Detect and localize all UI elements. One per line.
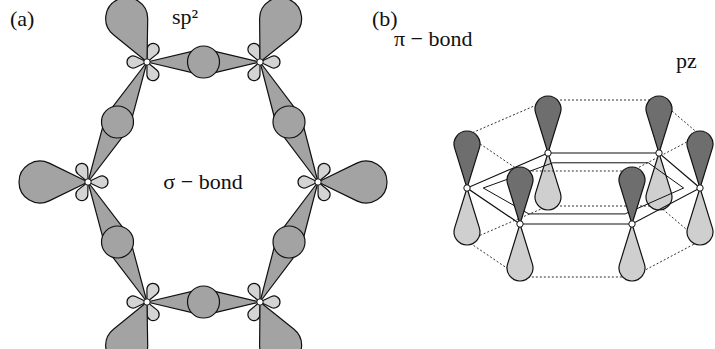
pz-upper-lobe bbox=[507, 167, 533, 224]
pz-lower-lobe bbox=[535, 153, 561, 210]
pz-lower-lobe bbox=[619, 224, 645, 281]
pz-lower-lobe bbox=[454, 188, 480, 245]
orbital-label: sp² bbox=[172, 6, 198, 28]
sigma-overlap bbox=[102, 106, 134, 138]
pi-cloud-outline bbox=[467, 206, 700, 277]
carbon-atom bbox=[697, 185, 703, 191]
sp2-lobe bbox=[106, 0, 148, 62]
sp2-lobe bbox=[19, 161, 88, 203]
carbon-atom bbox=[257, 299, 263, 305]
carbon-atom bbox=[144, 299, 150, 305]
carbon-atom bbox=[656, 150, 662, 156]
pz-upper-lobe bbox=[646, 96, 672, 153]
sp2-lobe bbox=[260, 302, 302, 349]
pz-pi-ring bbox=[454, 96, 713, 281]
carbon-atom bbox=[85, 179, 91, 185]
carbon-atom bbox=[315, 179, 321, 185]
carbon-atom bbox=[464, 185, 470, 191]
carbon-atom bbox=[257, 59, 263, 65]
pz-upper-lobe bbox=[619, 167, 645, 224]
carbon-atom bbox=[545, 150, 551, 156]
sigma-overlap bbox=[102, 226, 134, 258]
bond-label: π − bond bbox=[394, 28, 473, 50]
pz-lower-lobe bbox=[507, 224, 533, 281]
panel-label: (a) bbox=[10, 8, 34, 30]
sigma-overlap bbox=[273, 226, 305, 258]
sp2-sigma-ring bbox=[19, 0, 387, 349]
sp2-lobe bbox=[106, 302, 148, 349]
panel-label: (b) bbox=[372, 8, 398, 30]
carbon-atom bbox=[629, 221, 635, 227]
sp2-lobe bbox=[260, 0, 302, 62]
carbon-atom bbox=[144, 59, 150, 65]
orbital-label: pz bbox=[676, 50, 697, 72]
sigma-overlap bbox=[188, 286, 220, 318]
pz-upper-lobe bbox=[454, 131, 480, 188]
sigma-overlap bbox=[188, 46, 220, 78]
sp2-lobe bbox=[318, 161, 387, 203]
ring-bond bbox=[467, 153, 700, 224]
sigma-overlap bbox=[273, 106, 305, 138]
carbon-atom bbox=[517, 221, 523, 227]
pz-upper-lobe bbox=[687, 131, 713, 188]
pz-lower-lobe bbox=[687, 188, 713, 245]
bond-label: σ − bond bbox=[163, 171, 242, 193]
pz-upper-lobe bbox=[535, 96, 561, 153]
